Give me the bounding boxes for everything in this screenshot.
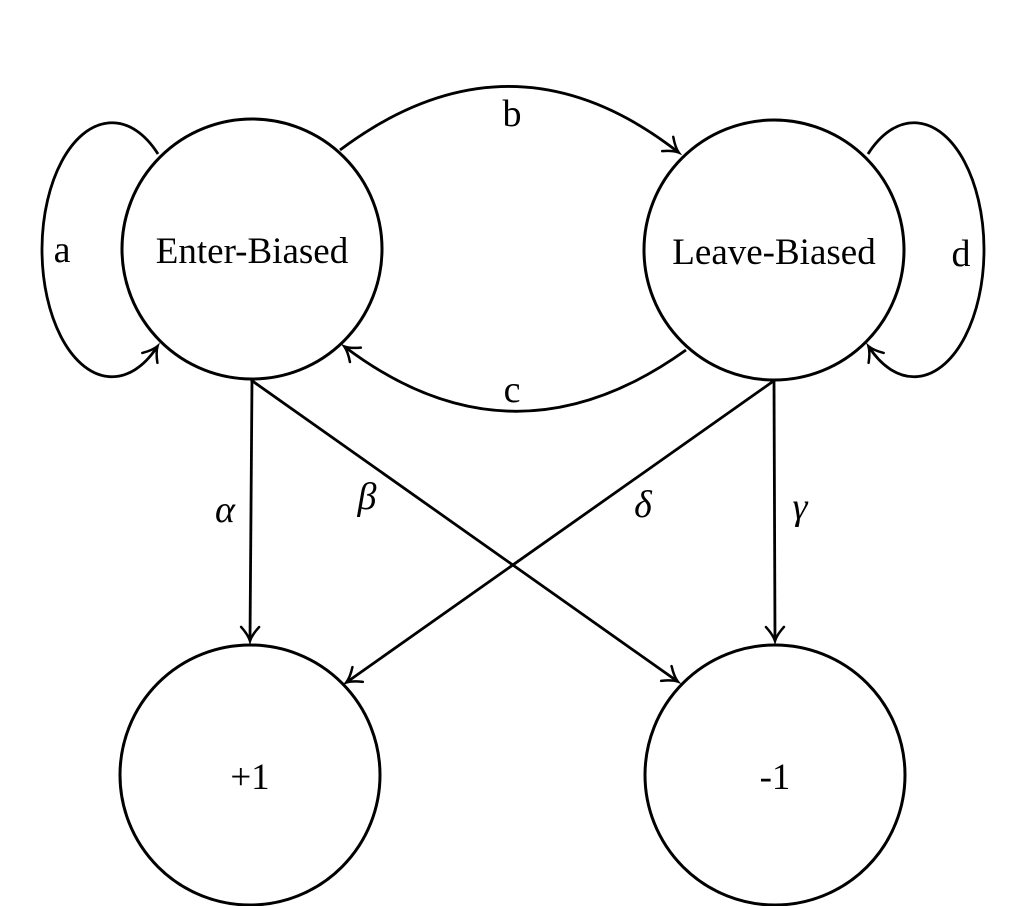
transition-label-a: a [54, 229, 71, 271]
self-loop-d-arrow [866, 121, 986, 379]
transition-label-c: c [504, 369, 521, 411]
transition-edges [40, 85, 986, 686]
state-label-leave-biased: Leave-Biased [672, 232, 876, 273]
transition-gamma-arrow [764, 379, 786, 646]
transition-label-beta: β [357, 476, 377, 518]
transition-label-gamma: γ [793, 486, 809, 528]
state-circle-enter-biased [120, 117, 384, 381]
state-label-plus-one: +1 [230, 757, 269, 798]
transition-c-arrow [340, 343, 687, 413]
transition-label-delta: δ [634, 484, 653, 526]
state-circle-minus-one [643, 643, 907, 906]
transition-b-arrow [339, 85, 683, 156]
transition-delta-arrow [342, 378, 776, 686]
transition-beta-arrow [250, 378, 682, 685]
self-loop-a-arrow [40, 121, 160, 379]
transition-label-d: d [952, 233, 971, 275]
transition-alpha-arrow [239, 378, 261, 646]
state-circle-leave-biased [642, 118, 906, 382]
state-nodes [118, 117, 907, 906]
state-circle-plus-one [118, 643, 382, 906]
state-label-enter-biased: Enter-Biased [156, 231, 349, 272]
transition-labels: a b c d α β δ γ [54, 93, 971, 531]
state-labels: Enter-Biased Leave-Biased +1 -1 [156, 231, 876, 798]
state-label-minus-one: -1 [760, 757, 791, 798]
transition-label-alpha: α [215, 489, 236, 531]
transition-label-b: b [503, 93, 522, 135]
